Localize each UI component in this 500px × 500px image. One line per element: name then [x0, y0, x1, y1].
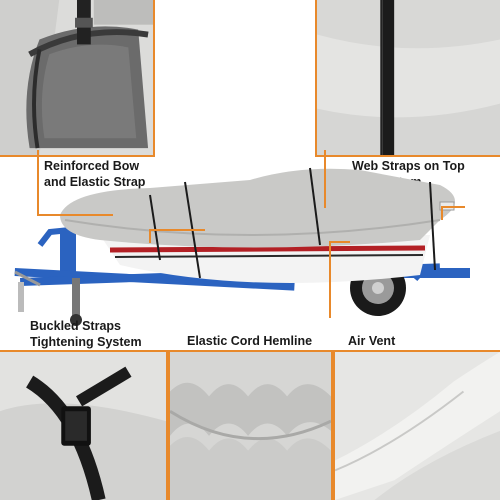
- bow-strap-closeup-image: [0, 0, 153, 155]
- elastic-cord-panel: [168, 350, 333, 500]
- buckled-straps-label: Buckled Straps Tightening System: [30, 318, 142, 350]
- buckled-straps-label-line2: Tightening System: [30, 335, 142, 349]
- bow-strap-leader: [37, 150, 118, 220]
- web-strap-closeup-image: [317, 0, 500, 155]
- bow-strap-label-line2: and Elastic Strap: [44, 175, 146, 189]
- web-straps-panel: [315, 0, 500, 157]
- bow-strap-label: Reinforced Bow and Elastic Strap: [44, 158, 145, 190]
- buckle-closeup-image: [0, 352, 166, 500]
- buckled-straps-panel: [0, 350, 168, 500]
- elastic-cord-leader: [325, 240, 355, 320]
- air-vent-panel: [333, 350, 500, 500]
- web-straps-label-line1: Web Straps on Top: [352, 159, 465, 173]
- web-straps-leader: [320, 150, 350, 210]
- bow-strap-label-line1: Reinforced Bow: [44, 159, 140, 173]
- buckled-straps-label-line1: Buckled Straps: [30, 319, 122, 333]
- air-vent-label: Air Vent: [348, 334, 396, 348]
- bow-strap-panel: [0, 0, 155, 157]
- buckled-straps-leader: [149, 228, 210, 248]
- air-vent-leader: [440, 205, 470, 225]
- air-vent-closeup-image: [335, 352, 500, 500]
- elastic-hem-closeup-image: [170, 352, 331, 500]
- elastic-cord-label: Elastic Cord Hemline: [187, 334, 313, 348]
- boat-on-trailer-illustration: [0, 160, 500, 350]
